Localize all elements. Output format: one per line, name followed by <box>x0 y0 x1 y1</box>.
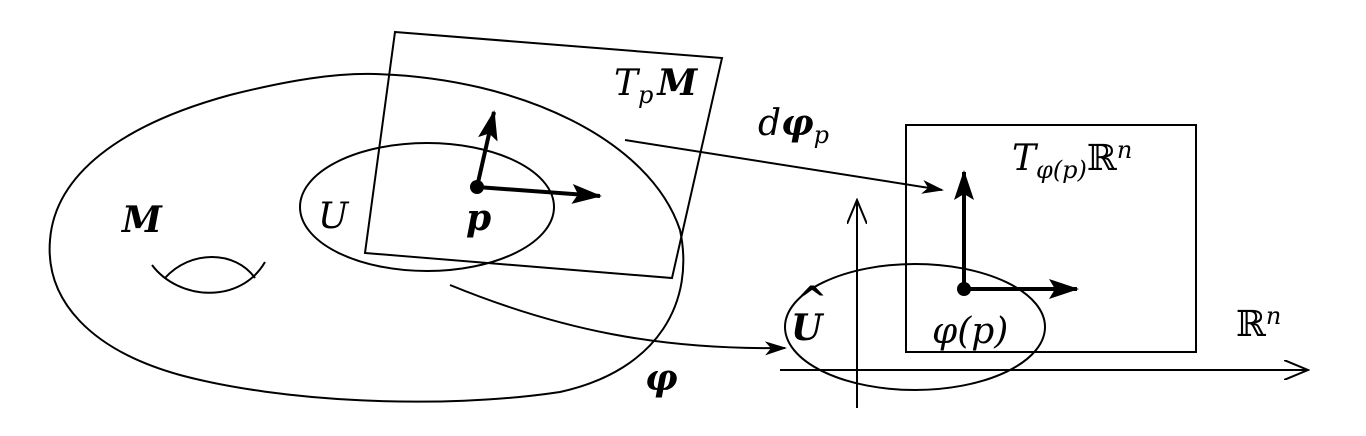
manifold-label: M <box>120 199 163 241</box>
chart-map-label: φ <box>645 357 678 399</box>
differential-arrow <box>624 139 944 194</box>
image-set-ellipse <box>784 263 1046 391</box>
point-label: p <box>466 197 491 239</box>
image-point-label: φ(p) <box>932 311 1008 352</box>
manifold-handle-upper <box>164 256 256 279</box>
manifold-outline <box>48 72 685 403</box>
tangent-vector-up <box>475 110 498 188</box>
point-p-dot <box>470 180 484 194</box>
image-set-label: U <box>791 307 825 349</box>
target-tangent-label: Tφ(p)ℝn <box>1012 136 1132 184</box>
target-tangent-box <box>905 124 1197 353</box>
open-set-label: U <box>318 196 350 237</box>
tangent-plane <box>363 30 724 280</box>
manifold-handle-lower <box>151 261 266 294</box>
image-point-dot <box>957 282 971 296</box>
chart-map-arrow <box>449 284 787 356</box>
differential-label: dφp <box>758 102 829 149</box>
open-set-ellipse <box>299 142 555 272</box>
image-set-hat: ^ <box>797 279 827 321</box>
euclidean-label: ℝn <box>1236 302 1281 345</box>
tangent-vector-right <box>476 183 602 204</box>
